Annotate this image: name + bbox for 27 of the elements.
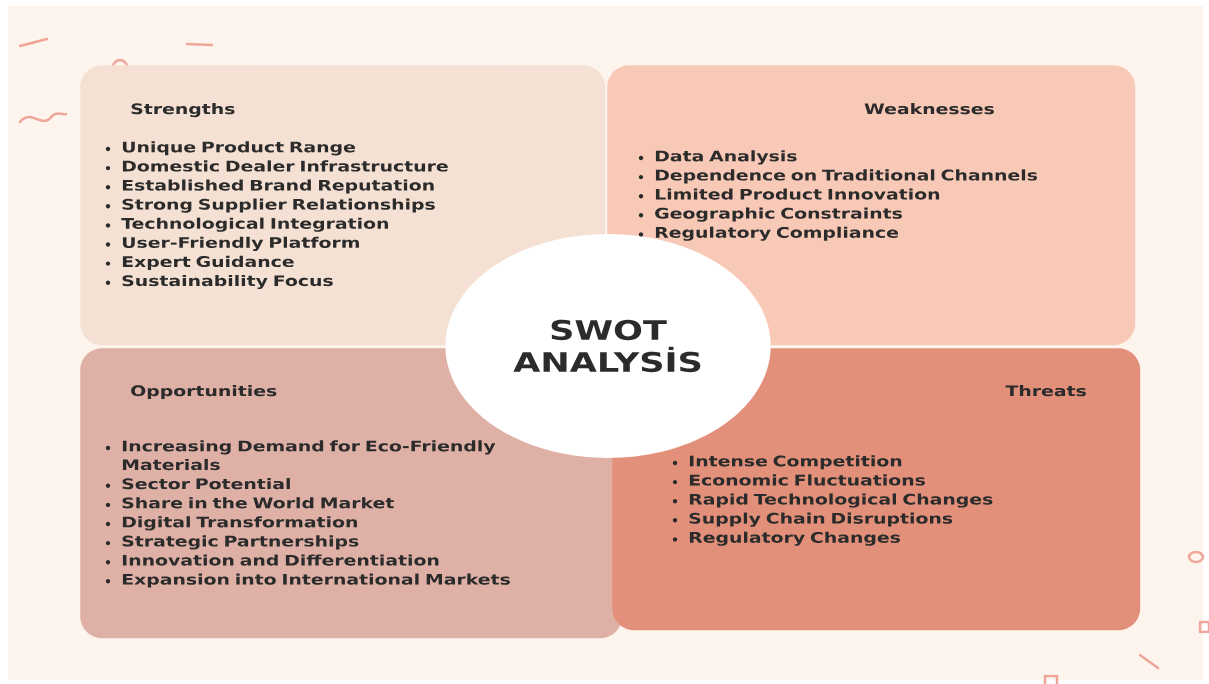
bullet-item: Innovation and Differentiation xyxy=(122,554,439,566)
bullet-item: Supply Chain Disruptions xyxy=(689,512,953,527)
bullet-item: Sector Potential xyxy=(122,478,290,490)
bullet-item: Data Analysis xyxy=(655,150,797,165)
bullet-item: Geographic Constraints xyxy=(655,207,902,222)
bullet-item: Sustainability Focus xyxy=(122,274,333,290)
quadrant-heading: Threats xyxy=(1005,385,1086,397)
bullet-item: Limited Product Innovation xyxy=(655,188,940,200)
bullet-item: Intense Competition xyxy=(689,455,902,470)
bullet-item: Digital Transformation xyxy=(122,516,357,531)
bullet-item: Expert Guidance xyxy=(122,255,294,270)
bullet-item: Expansion into International Markets xyxy=(122,573,510,588)
quadrant-heading: Strengths xyxy=(131,103,235,118)
bullet-item: Regulatory Changes xyxy=(689,531,900,546)
quadrant-heading: Weaknesses xyxy=(864,103,994,115)
quadrant-heading: Opportunities xyxy=(131,385,277,400)
bullet-item: Domestic Dealer Infrastructure xyxy=(122,160,448,172)
bullet-item: Strong Supplier Relationships xyxy=(122,198,435,213)
bullet-item: Share in the World Market xyxy=(122,497,394,509)
bullet-item: User-Friendly Platform xyxy=(122,236,359,251)
bullet-item: Dependence on Traditional Channels xyxy=(655,169,1038,184)
bullet-item: Strategic Partnerships xyxy=(122,535,359,550)
bullet-item: Unique Product Range xyxy=(122,141,355,156)
bullet-item: Technological Integration xyxy=(121,217,388,232)
bullet-item: Economic Fluctuations xyxy=(689,474,925,486)
bullet-item: Rapid Technological Changes xyxy=(689,493,993,508)
bullet-item: Established Brand Reputation xyxy=(122,179,434,194)
